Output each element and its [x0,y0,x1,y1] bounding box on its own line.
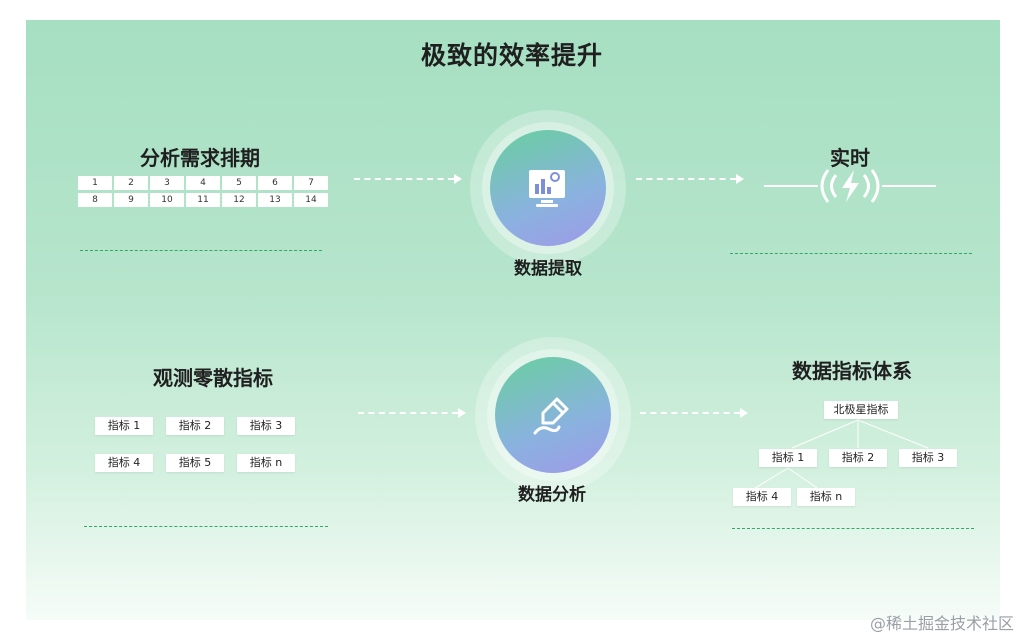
analysis-label: 数据分析 [518,485,586,505]
calendar-cell: 3 [150,176,184,190]
extract-icon-bg [490,130,606,246]
arrow-schedule-to-extract [354,174,462,184]
extract-circle [470,110,626,266]
calendar-cell: 1 [78,176,112,190]
observe-tag: 指标 3 [237,417,295,435]
observe-tag: 指标 n [237,454,295,472]
arrow-extract-to-realtime [636,174,744,184]
schedule-underline [80,250,322,251]
metric-tree-connectors [751,419,929,491]
background-panel [26,20,1000,620]
lightning-signal-icon [764,169,936,203]
realtime-title: 实时 [830,146,870,170]
metric-system-underline [732,528,974,529]
arrow-analysis-to-system [640,408,748,418]
realtime-underline [730,253,972,254]
analysis-icon-bg [495,357,611,473]
calendar-cell: 10 [150,193,184,207]
calendar-cell: 13 [258,193,292,207]
metric-level2-tag: 指标 4 [733,488,791,506]
watermark: @稀土掘金技术社区 [869,614,1014,633]
extract-label: 数据提取 [514,259,582,279]
metric-level1-tag: 指标 2 [829,449,887,467]
metric-level1-tag: 指标 1 [759,449,817,467]
calendar-cell: 4 [186,176,220,190]
calendar-cell: 6 [258,176,292,190]
page-title: 极致的效率提升 [420,41,603,70]
analysis-circle [475,337,631,493]
observe-title: 观测零散指标 [153,366,273,390]
calendar-grid: 1 2 3 4 5 6 7 8 9 10 11 12 13 14 [78,176,328,207]
metric-level1-tag: 指标 3 [899,449,957,467]
schedule-title: 分析需求排期 [140,146,260,170]
calendar-cell: 12 [222,193,256,207]
observe-tag: 指标 1 [95,417,153,435]
calendar-cell: 5 [222,176,256,190]
pen-path-icon [533,397,569,435]
monitor-chart-search-icon [529,170,566,207]
calendar-cell: 14 [294,193,328,207]
observe-tag: 指标 4 [95,454,153,472]
calendar-cell: 8 [78,193,112,207]
metric-system-title: 数据指标体系 [792,359,912,383]
calendar-cell: 7 [294,176,328,190]
metric-level2-tag: 指标 n [797,488,855,506]
calendar-cell: 11 [186,193,220,207]
calendar-cell: 9 [114,193,148,207]
metric-root-tag: 北极星指标 [824,401,898,419]
observe-tag: 指标 5 [166,454,224,472]
arrow-observe-to-analysis [358,408,466,418]
observe-underline [84,526,328,527]
observe-tag: 指标 2 [166,417,224,435]
calendar-cell: 2 [114,176,148,190]
